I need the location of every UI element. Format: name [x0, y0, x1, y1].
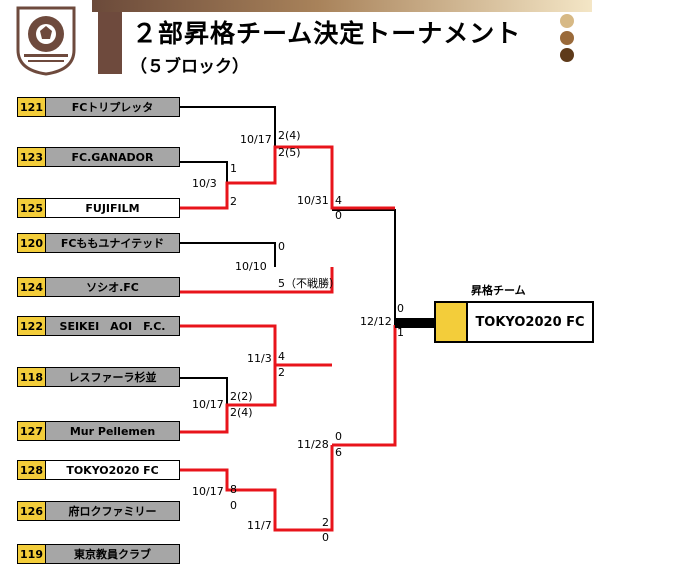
team-126: 126 府ロクファミリー: [17, 501, 180, 521]
team-name: FUJIFILM: [46, 199, 179, 217]
team-119: 119 東京教員クラブ: [17, 544, 180, 564]
match-date: 10/17: [192, 485, 224, 498]
team-seed: 128: [18, 461, 46, 479]
team-125: 125 FUJIFILM: [17, 198, 180, 218]
match-score-bottom: 0: [230, 499, 237, 512]
match-score-bottom: 5（不戦勝）: [278, 277, 340, 290]
match-score-top: 0: [278, 240, 285, 253]
team-seed: 126: [18, 502, 46, 520]
team-124: 124 ソシオ.FC: [17, 277, 180, 297]
team-name: FCももユナイテッド: [46, 234, 179, 252]
team-name: FCトリプレッタ: [46, 98, 179, 116]
team-120: 120 FCももユナイテッド: [17, 233, 180, 253]
match-score-top: 0: [335, 430, 342, 443]
match-date: 11/28: [297, 438, 329, 451]
team-122: 122 SEIKEI AOI F.C.: [17, 316, 180, 336]
team-seed: 121: [18, 98, 46, 116]
league-logo: [16, 6, 76, 76]
match-score-bottom: 0: [322, 531, 329, 544]
header-gradient-bar: [92, 0, 592, 12]
match-score-bottom: 2(4): [230, 406, 253, 419]
page-title: ２部昇格チーム決定トーナメント: [132, 19, 522, 48]
match-date: 10/17: [192, 398, 224, 411]
header-accent-bar: [98, 12, 122, 74]
match-score-top: 8: [230, 483, 237, 496]
match-date: 11/7: [247, 519, 272, 532]
team-name: TOKYO2020 FC: [46, 461, 179, 479]
team-name: 東京教員クラブ: [46, 545, 179, 563]
match-score-top: 2(2): [230, 390, 253, 403]
match-score-top: 2(4): [278, 129, 301, 142]
team-name: SEIKEI AOI F.C.: [46, 317, 179, 335]
match-score-bottom: 1: [397, 326, 404, 339]
match-score-bottom: 2: [278, 366, 285, 379]
team-name: 府ロクファミリー: [46, 502, 179, 520]
team-121: 121 FCトリプレッタ: [17, 97, 180, 117]
team-123: 123 FC.GANADOR: [17, 147, 180, 167]
team-127: 127 Mur Pellemen: [17, 421, 180, 441]
team-seed: 125: [18, 199, 46, 217]
match-score-top: 4: [278, 350, 285, 363]
team-name: ソシオ.FC: [46, 278, 179, 296]
match-score-top: 0: [397, 302, 404, 315]
decor-dot-3: [560, 48, 574, 62]
match-date: 12/12: [360, 315, 392, 328]
match-score-top: 4: [335, 194, 342, 207]
match-score-bottom: 2(5): [278, 146, 301, 159]
match-date: 10/3: [192, 177, 217, 190]
team-seed: 120: [18, 234, 46, 252]
team-128: 128 TOKYO2020 FC: [17, 460, 180, 480]
match-score-bottom: 0: [335, 209, 342, 222]
match-date: 11/3: [247, 352, 272, 365]
team-name: レスファーラ杉並: [46, 368, 179, 386]
decor-dot-1: [560, 14, 574, 28]
match-score-top: 1: [230, 162, 237, 175]
match-date: 10/31: [297, 194, 329, 207]
match-score-bottom: 2: [230, 195, 237, 208]
team-seed: 127: [18, 422, 46, 440]
team-seed: 118: [18, 368, 46, 386]
page-subtitle: （５ブロック）: [130, 57, 249, 77]
decor-dot-2: [560, 31, 574, 45]
team-seed: 122: [18, 317, 46, 335]
team-seed: 123: [18, 148, 46, 166]
match-date: 10/17: [240, 133, 272, 146]
team-118: 118 レスファーラ杉並: [17, 367, 180, 387]
champion-name: TOKYO2020 FC: [475, 314, 585, 330]
champion-box: TOKYO2020 FC: [434, 301, 594, 343]
team-name: Mur Pellemen: [46, 422, 179, 440]
champion-seed-marker: [436, 303, 468, 341]
team-seed: 119: [18, 545, 46, 563]
match-score-top: 2: [322, 516, 329, 529]
team-seed: 124: [18, 278, 46, 296]
match-date: 10/10: [235, 260, 267, 273]
team-name: FC.GANADOR: [46, 148, 179, 166]
match-score-bottom: 6: [335, 446, 342, 459]
champion-label: 昇格チーム: [471, 284, 526, 297]
